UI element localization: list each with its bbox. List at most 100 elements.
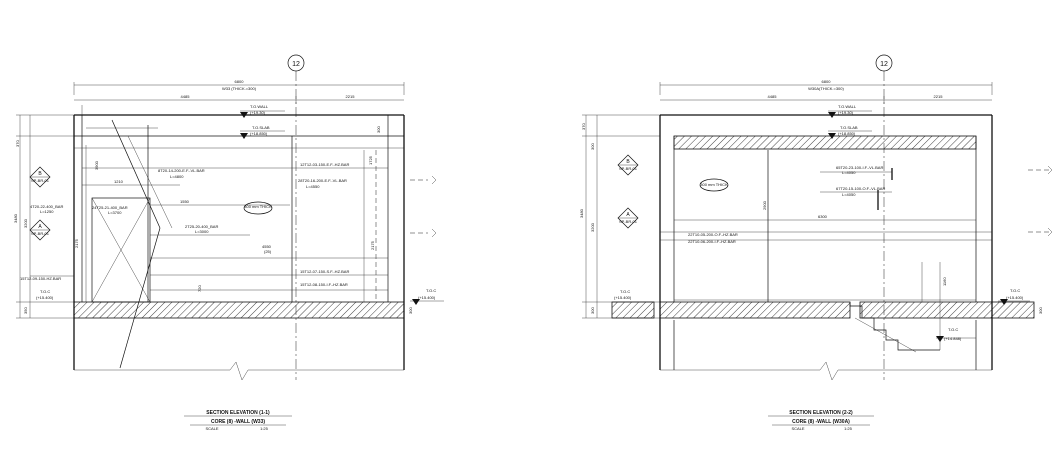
- level-triangle-icon: [828, 112, 836, 118]
- svg-text:300: 300: [590, 143, 595, 150]
- grid-bubble-12: 12: [287, 54, 305, 380]
- level-toc-right: T.O.C (+15.400): [410, 288, 444, 305]
- svg-text:SP-BR-01: SP-BR-01: [619, 219, 638, 224]
- scale-value: 1:25: [260, 426, 269, 431]
- svg-text:720: 720: [197, 285, 202, 292]
- break-line: [74, 361, 404, 381]
- left-vertical-dimensions: 370 3480 3200 300 300: [579, 114, 660, 319]
- wall-outline: [73, 105, 405, 370]
- svg-text:(+15.400): (+15.400): [614, 295, 632, 300]
- rebar-label: 65T20-23-100-I.F.-VL.BAR: [836, 165, 883, 170]
- rebar-label: 24T25-21-400_BAR: [92, 205, 128, 210]
- title-block: SECTION ELEVATION (1-1) CORE (8) -WALL (…: [184, 410, 292, 431]
- section-cut-marks: [410, 175, 437, 238]
- opening-tag: 300 mm THICK: [243, 201, 273, 215]
- rebar-label: L=4550: [306, 184, 320, 189]
- rebar-label: L=4050: [842, 170, 856, 175]
- scale-label: SCALE: [205, 426, 218, 431]
- slab-hatch-left: [611, 301, 655, 319]
- dim-left-span: 4485: [181, 94, 191, 99]
- rebar-labels: 12T12-03-150-E.F.-HZ.BAR 28T20-16-200-E.…: [20, 162, 349, 287]
- svg-text:(+19.30): (+19.30): [250, 110, 266, 115]
- dim-overall: 6800: [235, 79, 245, 84]
- level-to-wall: T.O.WALL (+19.30): [828, 104, 872, 118]
- level-toc-right: T.O.C (+15.400): [998, 288, 1030, 305]
- rebar-label: L=4050: [842, 192, 856, 197]
- section-marker-a: A SP-BR-01: [29, 219, 51, 241]
- slab-hatch-mid: [659, 301, 851, 319]
- svg-text:300: 300: [408, 307, 413, 314]
- level-to-slab: T.O.SLAB (+18.850): [828, 125, 872, 139]
- svg-text:T.O.SLAB: T.O.SLAB: [840, 125, 858, 130]
- svg-text:300: 300: [1038, 307, 1043, 314]
- top-dimensions: 6800 W30A(THICK.=300) 4485 2215: [659, 79, 993, 104]
- dim-v-a: 370: [15, 140, 20, 147]
- svg-text:(25): (25): [264, 249, 272, 254]
- section-title: SECTION ELEVATION (1-1): [206, 410, 270, 416]
- svg-text:T.O.SLAB: T.O.SLAB: [252, 125, 270, 130]
- dim-v-c: 3200: [23, 218, 28, 228]
- svg-text:370: 370: [581, 123, 586, 130]
- rebar-label: 22T10-06-200-I.F.-HZ.BAR: [688, 239, 736, 244]
- rebar-label: L=3000: [195, 229, 209, 234]
- section-marker-a: A SP-BR-01: [617, 207, 639, 229]
- svg-text:T.O.WALL: T.O.WALL: [250, 104, 269, 109]
- opening-tag: 300 mm THICK: [699, 178, 729, 192]
- wall-opening: [85, 127, 158, 303]
- svg-text:T.O.C: T.O.C: [620, 289, 630, 294]
- section-marker-b: B SP-BR-01: [617, 154, 639, 176]
- svg-text:T.O.C: T.O.C: [948, 327, 958, 332]
- svg-text:6300: 6300: [818, 214, 828, 219]
- level-triangle-icon: [412, 299, 420, 305]
- rebar-label: 2T25-20-400_BAR: [185, 224, 218, 229]
- svg-text:6800: 6800: [822, 79, 832, 84]
- svg-text:12: 12: [880, 61, 888, 68]
- scale-label: SCALE: [791, 426, 804, 431]
- svg-text:4550: 4550: [262, 244, 272, 249]
- dim-overall-sub: W33 (THICK.=300): [222, 86, 257, 91]
- rebar-label: L=3700: [108, 210, 122, 215]
- svg-text:2900: 2900: [762, 200, 767, 210]
- svg-text:300 mm THICK: 300 mm THICK: [244, 204, 272, 209]
- svg-text:4485: 4485: [768, 94, 778, 99]
- top-slab-hatch: [673, 135, 977, 150]
- break-line: [660, 361, 992, 381]
- svg-text:2175: 2175: [74, 238, 79, 248]
- svg-text:(+18.850): (+18.850): [250, 131, 268, 136]
- dim-v-d: 350: [23, 307, 28, 314]
- svg-text:2175: 2175: [370, 240, 375, 250]
- rebar-label: 15T12-07-150-S.F.-HZ.BAR: [300, 269, 349, 274]
- svg-text:T.O.C: T.O.C: [1010, 288, 1020, 293]
- wall-outline: [659, 114, 993, 370]
- svg-text:W30A(THICK.=300): W30A(THICK.=300): [808, 86, 844, 91]
- svg-text:A: A: [38, 224, 42, 230]
- svg-text:3900: 3900: [94, 160, 99, 170]
- section-elevation-1-1: 12 6800 W33 (THICK.=300) 4485 2215 370 3…: [13, 54, 444, 431]
- svg-text:(+14.848): (+14.848): [944, 336, 962, 341]
- rebar-label: 15T12-08-150-I.F.-HZ.BAR: [300, 282, 348, 287]
- top-dimensions: 6800 W33 (THICK.=300) 4485 2215: [73, 79, 405, 104]
- svg-text:(+15.400): (+15.400): [418, 295, 436, 300]
- svg-text:300: 300: [376, 126, 381, 133]
- section-cut-marks: [1028, 165, 1053, 237]
- level-toc-low: T.O.C (+14.848): [936, 327, 976, 342]
- level-triangle-icon: [240, 133, 248, 139]
- svg-text:SP-BR-01: SP-BR-01: [31, 231, 50, 236]
- horizontal-rebar-lines: [30, 150, 388, 302]
- svg-text:1160: 1160: [942, 277, 947, 286]
- svg-text:B: B: [38, 171, 42, 177]
- svg-text:2215: 2215: [934, 94, 944, 99]
- level-toc-left: T.O.C (+15.400): [614, 289, 632, 300]
- slab-hatch: [73, 301, 405, 319]
- level-toc-left: T.O.C (+15.400): [36, 289, 54, 300]
- dim-v-b: 3480: [13, 213, 18, 223]
- rebar-label: 12T12-03-150-E.F.-HZ.BAR: [300, 162, 349, 167]
- grid-label: 12: [292, 61, 300, 68]
- svg-text:(+19.30): (+19.30): [838, 110, 854, 115]
- svg-text:(+15.400): (+15.400): [36, 295, 54, 300]
- diagonal-rebar-1: [111, 119, 161, 229]
- rebar-label: L=1250: [40, 209, 54, 214]
- title-block: SECTION ELEVATION (2-2) CORE (8) -WALL (…: [768, 410, 874, 431]
- scale-value: 1:25: [844, 426, 853, 431]
- diagonal-rebar-2: [119, 227, 161, 369]
